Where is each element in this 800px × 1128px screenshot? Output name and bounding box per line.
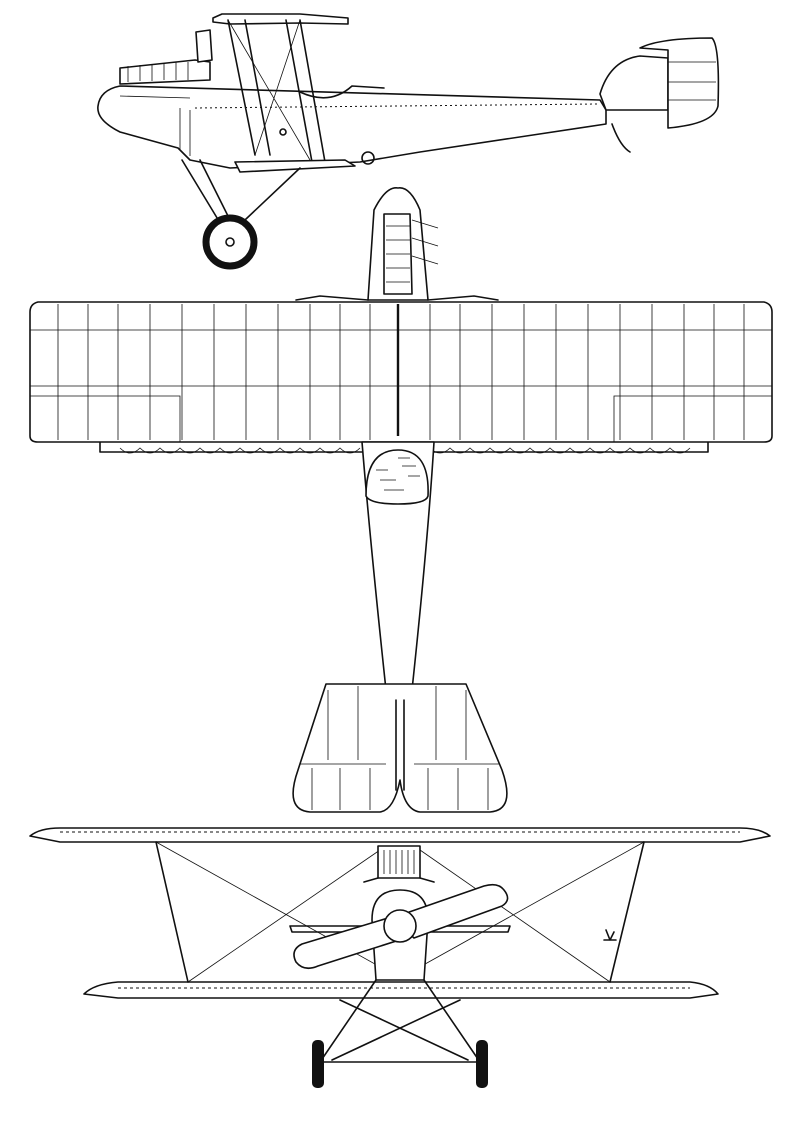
top-view: [29, 187, 773, 813]
front-view: [29, 827, 771, 1088]
front-upper-wing: [29, 827, 771, 843]
front-wheel-left: [312, 1040, 324, 1088]
side-view: [97, 13, 720, 270]
side-cockpit: [299, 85, 385, 99]
front-struts: [155, 841, 645, 983]
top-fin: [395, 699, 405, 791]
top-ailerons: [30, 395, 772, 442]
front-spinner: [383, 909, 417, 943]
top-wing-ribs: [57, 304, 745, 440]
side-lower-wing: [234, 159, 356, 173]
front-gear: [319, 979, 481, 1063]
top-tail-ribs: [311, 686, 489, 810]
front-wheel-right: [476, 1040, 488, 1088]
side-fuselage: [97, 85, 607, 169]
side-tailskid: [611, 123, 631, 153]
side-struts: [227, 19, 326, 163]
top-cockpit: [365, 449, 429, 505]
side-hatching: [194, 103, 599, 109]
side-wheel: [202, 214, 258, 270]
side-engine: [119, 59, 211, 85]
top-tailplane: [292, 683, 508, 813]
top-upper-wing: [29, 301, 773, 443]
front-bracing-wires: [155, 841, 645, 983]
side-fin: [599, 55, 669, 111]
front-lower-wing: [83, 981, 719, 999]
side-upper-wing: [212, 13, 349, 25]
side-rudder: [639, 37, 720, 129]
